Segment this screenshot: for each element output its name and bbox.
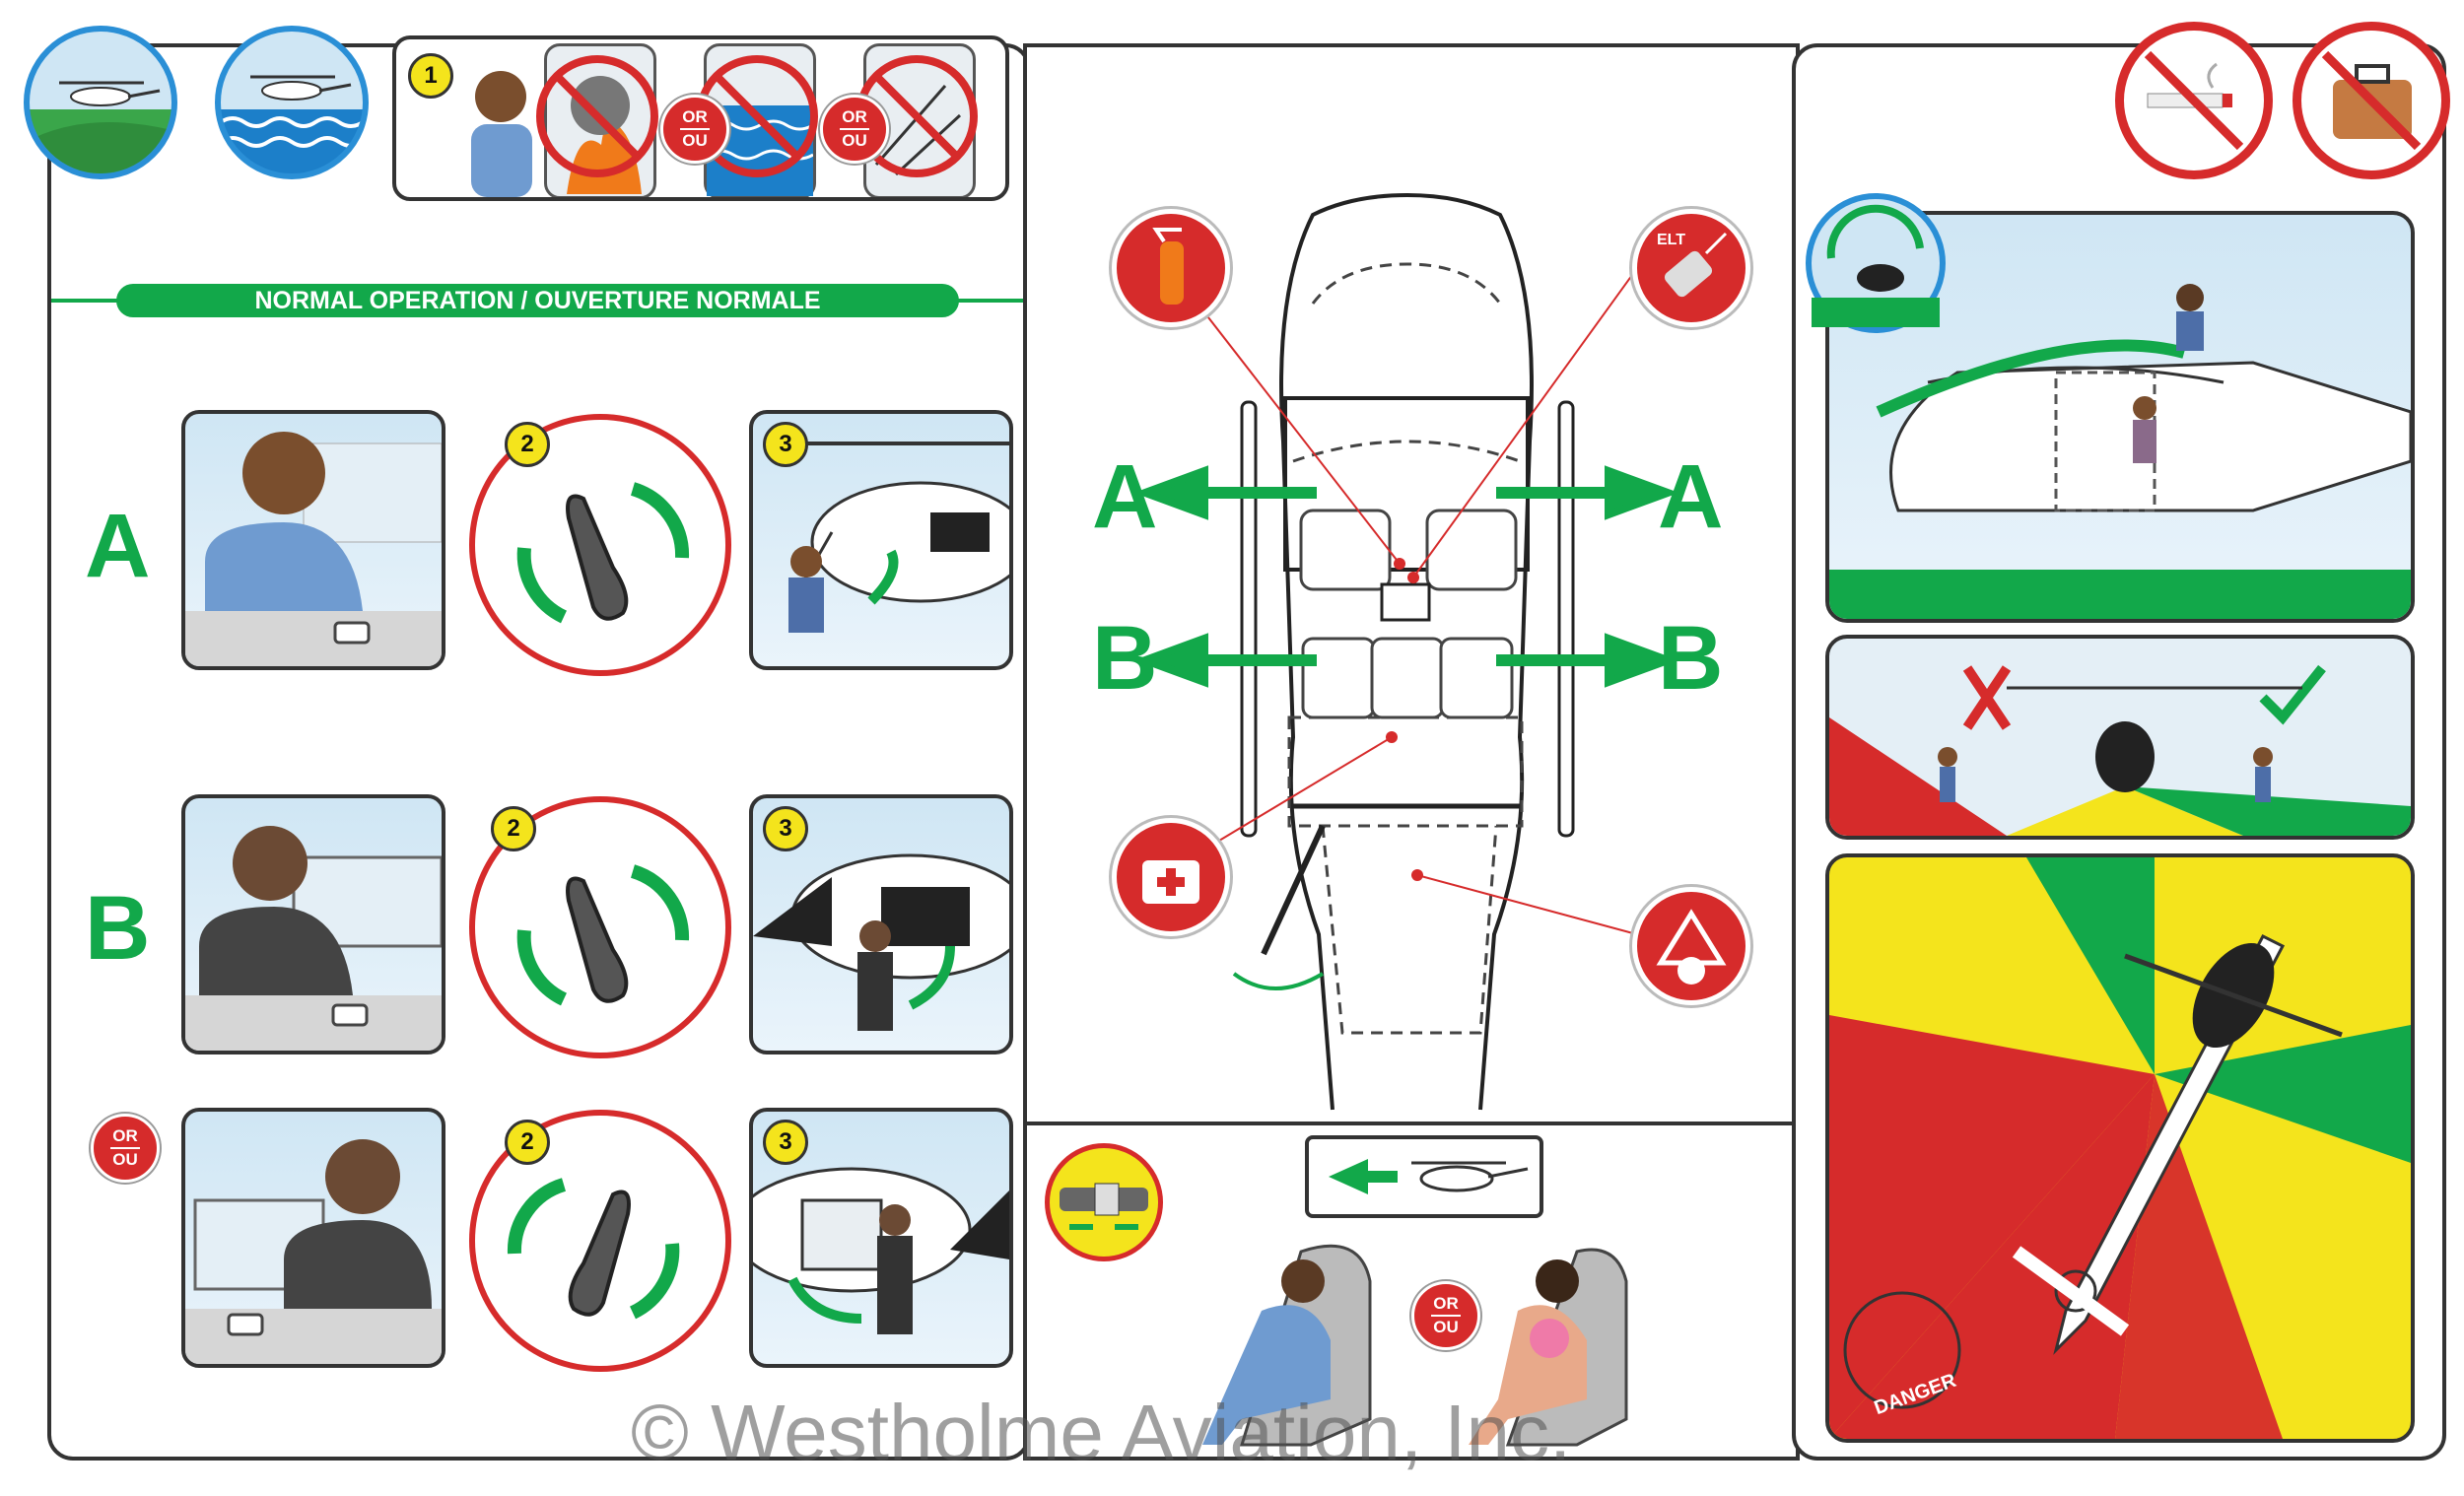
water-operation-icon [215,26,369,179]
survival-kit-icon [1632,887,1750,1005]
row-b-exit-panel [749,794,1013,1054]
approach-panel [1825,635,2415,840]
row-a-handle-detail [469,414,731,676]
seatbelt-icon [1045,1143,1163,1261]
elt-label: ELT [1657,232,1686,248]
exit-label-right-a: A [1658,446,1724,547]
land-operation-icon [24,26,177,179]
or-text: OR [842,107,867,127]
exit-label-left-a: A [1092,446,1158,547]
step-number-3-row-b: 3 [763,806,808,851]
or-badge: OR OU [660,95,729,164]
fire-extinguisher-icon [1112,209,1230,327]
or-text: OR [682,107,708,127]
ou-text: OU [682,131,708,150]
danger-zones-panel: DANGER [1825,853,2415,1443]
prohibition-icons [536,55,978,177]
step-number-2-row-b: 2 [491,806,536,851]
exit-label-left-b: B [1092,608,1158,709]
step-number-2-row-c: 2 [505,1120,550,1165]
row-letter-b: B [85,878,151,979]
step-number-2-row-a: 2 [505,422,550,467]
step-number-3-row-a: 3 [763,422,808,467]
or-text: OR [1433,1294,1459,1314]
or-badge-brace: OR OU [1411,1281,1480,1350]
no-baggage-icon [2293,22,2450,179]
center-divider [1027,1122,1792,1125]
row-a-passenger-panel [181,410,445,670]
step1-hazard-panel: OR OU OR OU [392,35,1009,201]
row-b-passenger-panel [181,794,445,1054]
passenger-figure [463,59,532,197]
direction-of-flight-box [1305,1135,1543,1218]
rotor-turning-icon [1806,193,1946,333]
step-number-1: 1 [408,53,453,99]
normal-operation-banner: NORMAL OPERATION / OUVERTURE NORMALE [116,284,959,317]
row-letter-a: A [85,496,151,596]
first-aid-kit-icon [1112,818,1230,936]
or-badge: OR OU [820,95,889,164]
or-badge-row3: OR OU [91,1114,160,1183]
elt-transmitter-icon: ELT [1632,209,1750,327]
exit-label-right-b: B [1658,608,1724,709]
no-smoking-icon [2115,22,2273,179]
step-number-3-row-c: 3 [763,1120,808,1165]
row-c-passenger-panel [181,1108,445,1368]
row-c-exit-panel [749,1108,1013,1368]
or-text: OR [112,1126,138,1146]
ou-text: OU [112,1150,138,1169]
ou-text: OU [842,131,867,150]
copyright-watermark: © Westholme Aviation, Inc. [631,1389,1572,1476]
ou-text: OU [1433,1318,1459,1336]
brace-position-illustration [1202,1244,1628,1447]
helicopter-top-view [1133,192,1679,1111]
